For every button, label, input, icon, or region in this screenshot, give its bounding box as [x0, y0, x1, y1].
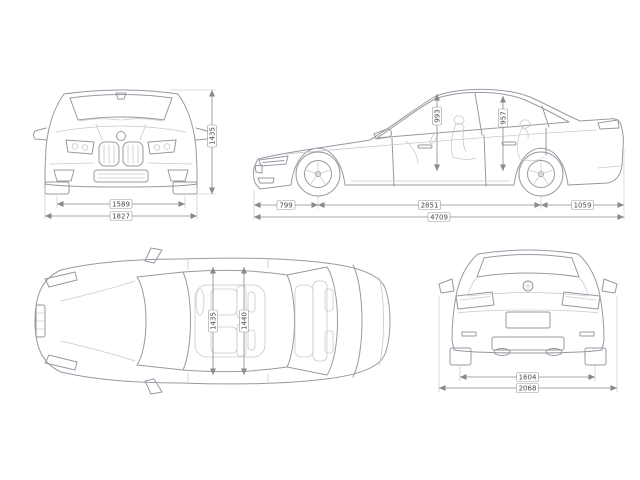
svg-text:1059: 1059: [574, 202, 592, 210]
license-plate: [505, 311, 551, 329]
character-line: [285, 129, 597, 182]
hood-lines: [60, 280, 136, 362]
door-lines-plan: [187, 257, 269, 385]
dim-rear-overhang: 1059: [571, 200, 594, 210]
bumper-crease: [49, 162, 193, 165]
top-car-body: [34, 247, 391, 395]
front-view: 1589 1827 1435: [33, 89, 217, 221]
cowl-line: [136, 276, 147, 366]
right-reflector: [579, 331, 595, 337]
dim-rear-interior-width: 1440: [239, 309, 249, 333]
kidney-grille: [98, 141, 144, 167]
rear-dimensions: 1604 2068: [438, 296, 618, 393]
side-mirrors: [33, 127, 209, 141]
roof-line: [63, 89, 179, 95]
sunroof: [194, 284, 266, 358]
quarter-window-divider: [541, 105, 550, 128]
rearview-mirror: [115, 92, 127, 100]
dim-rear-headroom: 957: [498, 108, 508, 128]
dim-rear-track-width: 1604: [516, 372, 539, 382]
headlights: [65, 139, 177, 155]
left-reflector: [461, 331, 477, 337]
top-dimensions: 1435 1440: [208, 267, 249, 375]
dim-front-overhang: 799: [276, 200, 296, 210]
interior-seats: [405, 115, 545, 164]
door-cut-lines: [391, 127, 547, 187]
svg-text:1435: 1435: [209, 127, 217, 145]
bumper-top-line: [457, 309, 599, 314]
svg-text:2851: 2851: [421, 202, 439, 210]
svg-text:4709: 4709: [430, 214, 448, 222]
dim-front-headroom: 993: [432, 106, 442, 126]
svg-text:799: 799: [279, 202, 292, 210]
body-outline: [253, 88, 624, 190]
headlight: [258, 155, 289, 167]
rear-door-handle: [501, 141, 517, 146]
dim-overall-height: 1435: [207, 124, 217, 148]
front-wheel: [295, 151, 341, 197]
rear-window: [476, 254, 580, 278]
rear-bumper-crease: [597, 165, 621, 169]
front-right-tire: [172, 181, 198, 195]
svg-text:1440: 1440: [241, 312, 249, 330]
rear-window-plan: [286, 266, 338, 376]
front-dimensions: 1589 1827 1435: [44, 89, 217, 221]
rear-left-tire: [449, 347, 472, 366]
side-mirror: [373, 128, 392, 140]
bmw-roundel: [116, 131, 126, 141]
svg-text:1435: 1435: [210, 312, 218, 330]
rear-right-tire: [584, 347, 607, 366]
svg-text:1604: 1604: [519, 374, 537, 382]
side-dimensions: 993 957 799 2851 1059: [253, 94, 625, 222]
trunk-line: [352, 264, 363, 378]
svg-text:993: 993: [434, 109, 442, 122]
taillight: [597, 119, 620, 130]
dim-overall-width: 1827: [109, 211, 133, 221]
wipers: [79, 118, 163, 122]
front-intake: [257, 177, 275, 184]
spoiler-line: [378, 276, 384, 366]
top-view: 1435 1440: [34, 247, 391, 395]
roof-line: [477, 249, 579, 255]
rear-wheel: [518, 151, 564, 197]
side-view: 993 957 799 2851 1059: [253, 88, 625, 222]
center-intake: [93, 169, 149, 183]
roof-panel: [182, 269, 295, 373]
diffuser: [491, 336, 565, 351]
dim-overall-length: 4709: [427, 212, 451, 222]
front-car-body: [33, 89, 209, 195]
b-pillar: [474, 92, 483, 136]
greenhouse: [376, 91, 570, 139]
side-mirrors-plan: [144, 247, 163, 395]
bmw-roundel: [522, 280, 534, 292]
dim-width-incl-mirrors: 2068: [516, 383, 539, 393]
windshield: [69, 94, 173, 121]
right-exhaust: [545, 348, 563, 356]
left-exhaust: [493, 348, 511, 356]
front-left-tire: [44, 181, 70, 195]
rear-car-body: [438, 249, 618, 366]
steering-wheel-plan: [195, 288, 205, 316]
hood-creases: [55, 123, 187, 141]
dim-front-track-width: 1589: [109, 199, 133, 209]
svg-text:1589: 1589: [112, 201, 130, 209]
svg-text:2068: 2068: [519, 385, 537, 393]
svg-text:1827: 1827: [112, 213, 130, 221]
headlights-plan: [44, 271, 78, 371]
dim-wheelbase: 2851: [418, 200, 441, 210]
taillights: [455, 291, 601, 310]
rear-view: 1604 2068: [438, 249, 618, 393]
svg-text:957: 957: [500, 111, 508, 124]
grille-plan: [35, 304, 46, 338]
body-outline: [34, 257, 391, 385]
side-car-body: [253, 88, 624, 197]
front-door-handle: [417, 144, 433, 149]
dashboard-line: [405, 140, 419, 164]
side-mirrors-rear: [438, 278, 618, 294]
side-intakes: [53, 169, 189, 182]
dim-front-interior-width: 1435: [208, 309, 218, 333]
grille-side: [254, 164, 263, 174]
windshield-plan: [136, 271, 191, 371]
